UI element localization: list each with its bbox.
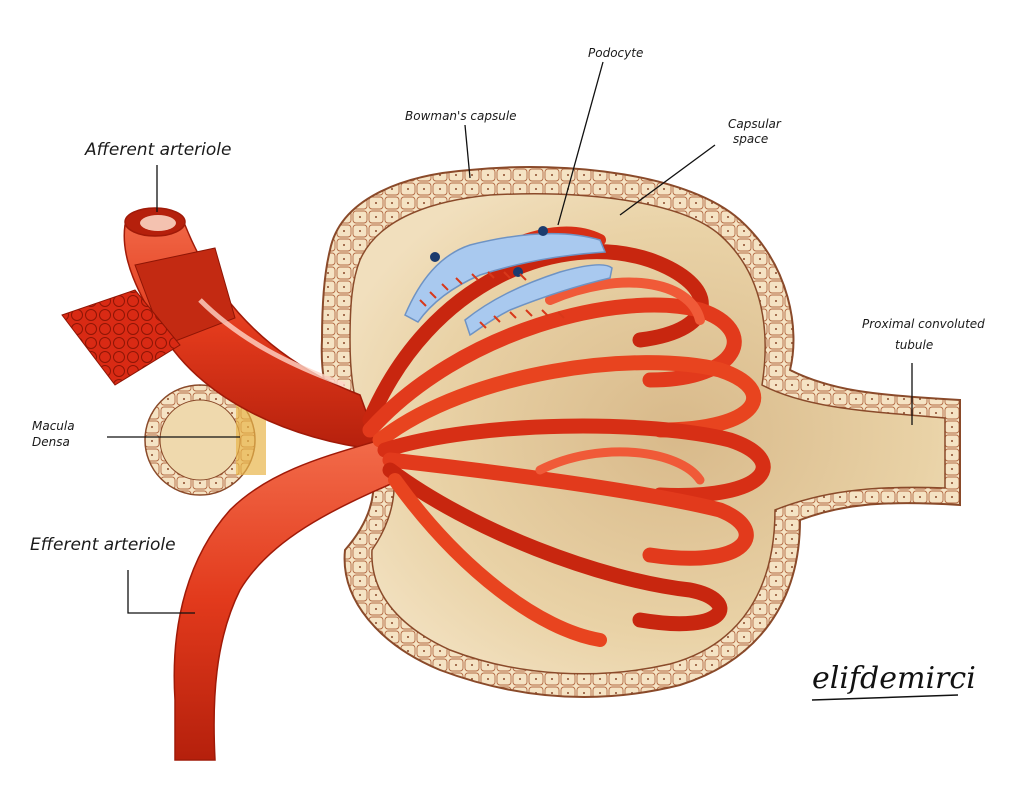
leader-capsular	[619, 144, 716, 216]
leader-podocyte	[557, 61, 604, 226]
afferent-arteriole-lumen	[140, 215, 176, 231]
capillary-loop	[535, 447, 705, 485]
label-afferent-arteriole: Afferent arteriole	[84, 140, 231, 160]
label-bowmans-capsule: Bowman's capsule	[405, 109, 517, 123]
macula-densa-lumen	[159, 399, 241, 481]
label-capsular-space-1: Capsular	[728, 117, 782, 131]
capillary-loop	[377, 418, 771, 503]
leader-lines	[107, 61, 913, 614]
efferent-arteriole	[173, 439, 402, 761]
capillary-loop	[382, 452, 754, 566]
leader-efferent	[127, 570, 195, 614]
podocytes	[404, 226, 613, 337]
glomerulus-tuft	[362, 226, 771, 647]
artist-signature: elifdemirci	[811, 661, 976, 701]
podocyte-foot-processes	[479, 309, 565, 329]
label-proximal-tubule-1: Proximal convoluted	[862, 317, 985, 331]
capillary-loop	[372, 355, 762, 448]
podocyte-foot-processes	[419, 271, 527, 307]
afferent-highlight	[198, 298, 346, 388]
signature-underline	[811, 694, 959, 701]
macula-densa	[144, 384, 266, 496]
capillary-loop	[382, 462, 728, 632]
label-efferent-arteriole: Efferent arteriole	[30, 535, 176, 555]
afferent-arteriole	[61, 207, 382, 451]
afferent-muscle-flap	[61, 289, 181, 386]
label-capsular-space-2: space	[733, 132, 768, 146]
label-macula-densa-1: Macula	[32, 419, 75, 433]
podocyte-nucleus	[430, 252, 440, 262]
efferent-arteriole-body	[173, 439, 402, 761]
podocyte-nucleus	[538, 226, 548, 236]
label-macula-densa-2: Densa	[32, 435, 70, 449]
signature-text: elifdemirci	[812, 661, 976, 696]
leader-bowman	[464, 124, 471, 179]
labels: Afferent arteriole Bowman's capsule Podo…	[30, 46, 985, 555]
capillary-loop	[388, 473, 607, 647]
label-proximal-tubule-2: tubule	[895, 338, 933, 352]
capillary-loop	[545, 277, 705, 325]
label-podocyte: Podocyte	[588, 46, 643, 60]
